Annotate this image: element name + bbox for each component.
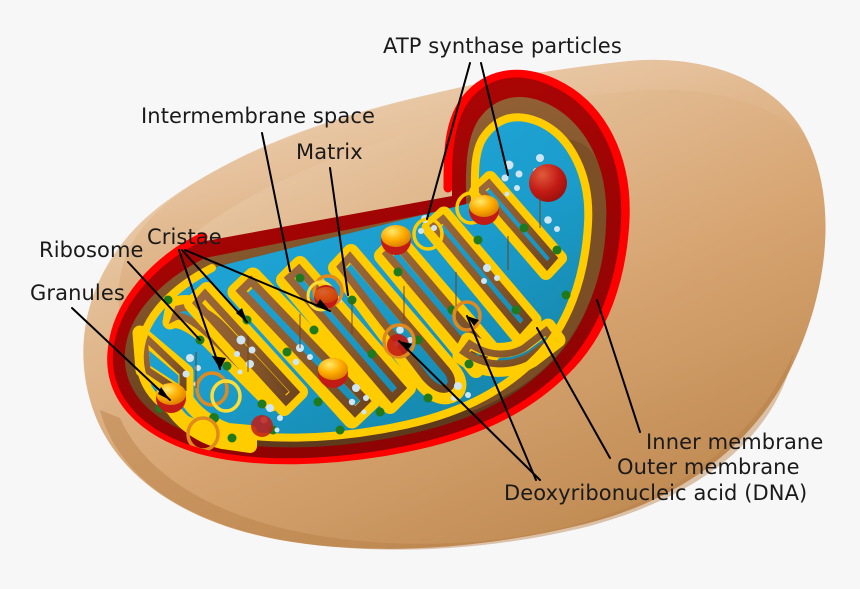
leader-atp-synthase-2 <box>480 62 509 176</box>
dna-ring <box>382 323 416 359</box>
leader-granules <box>71 307 171 401</box>
ribosome <box>335 425 345 435</box>
leader-outer-membrane <box>536 327 611 459</box>
leader-lines-group <box>71 62 641 481</box>
granule <box>318 358 348 388</box>
ribosome <box>473 235 483 245</box>
label-matrix: Matrix <box>296 140 363 164</box>
granules-group <box>156 164 567 437</box>
arrowhead-cristae-2 <box>236 308 247 322</box>
granule <box>251 415 273 437</box>
arrowhead-cristae-1 <box>212 356 226 369</box>
ribosome <box>295 273 305 283</box>
inner-membrane-contour-top <box>135 113 593 442</box>
label-outer-membrane: Outer membrane <box>617 455 800 479</box>
atp-synthase-cluster <box>544 216 560 232</box>
leader-dna-2 <box>466 315 537 481</box>
leader-arrowheads-group <box>158 299 479 400</box>
label-cristae: Cristae <box>147 225 222 249</box>
arrowhead-granules <box>158 387 170 400</box>
leader-matrix <box>329 167 349 296</box>
granule <box>469 195 499 225</box>
leader-dna-1 <box>398 340 541 481</box>
leader-cristae-1 <box>178 249 221 370</box>
label-inner-membrane: Inner membrane <box>646 430 824 454</box>
crista-9 <box>469 171 567 280</box>
leader-intermembrane-space <box>261 132 291 272</box>
ribosome <box>375 407 385 417</box>
arrowhead-dna-1 <box>399 341 412 351</box>
ribosome <box>309 325 319 335</box>
granule <box>381 225 411 255</box>
arrowhead-cristae-3 <box>316 299 330 311</box>
dna-ring <box>210 379 242 413</box>
ribosome <box>367 349 377 359</box>
label-atp-synthase-particles: ATP synthase particles <box>383 34 622 58</box>
granule <box>387 334 409 356</box>
ribosome <box>413 335 423 345</box>
label-deoxyribonucleic-acid-dna: Deoxyribonucleic acid (DNA) <box>504 481 808 505</box>
crista-6 <box>328 244 467 405</box>
outer-membrane-red-rim <box>107 69 630 465</box>
arrowhead-dna-2 <box>467 316 479 326</box>
ribosome <box>222 361 232 371</box>
ribosome <box>519 223 529 233</box>
label-intermembrane-space: Intermembrane space <box>141 104 375 128</box>
ribosome <box>561 290 571 300</box>
leader-inner-membrane <box>596 299 641 433</box>
atp-synthase-cluster <box>481 264 500 284</box>
label-ribosome: Ribosome <box>39 238 144 262</box>
leader-atp-synthase-1 <box>426 62 471 220</box>
label-granules: Granules <box>30 281 125 305</box>
crista-filaments <box>195 196 541 388</box>
ribosome <box>552 245 562 255</box>
ribosome <box>464 359 474 369</box>
leader-cristae-2 <box>181 249 248 323</box>
ribosome <box>511 305 521 315</box>
granule <box>156 383 186 413</box>
leader-cristae-3 <box>184 249 331 312</box>
ribosome <box>393 267 403 277</box>
atp-synthase-cluster <box>182 354 201 387</box>
dna-ring <box>452 300 482 332</box>
ribosome <box>227 433 237 443</box>
atp-synthase-cluster <box>348 384 369 415</box>
interior-group <box>112 77 622 459</box>
granule-large <box>529 164 567 202</box>
leader-ribosome <box>127 261 201 341</box>
ribosome <box>282 347 292 357</box>
ribosome <box>257 399 267 409</box>
dna-ring <box>195 371 229 407</box>
atp-synthase-cluster-right-target <box>501 160 523 197</box>
crista-5 <box>276 256 416 414</box>
ribosome <box>313 397 323 407</box>
ribosome <box>423 393 433 403</box>
outer-membrane-group <box>107 69 630 465</box>
